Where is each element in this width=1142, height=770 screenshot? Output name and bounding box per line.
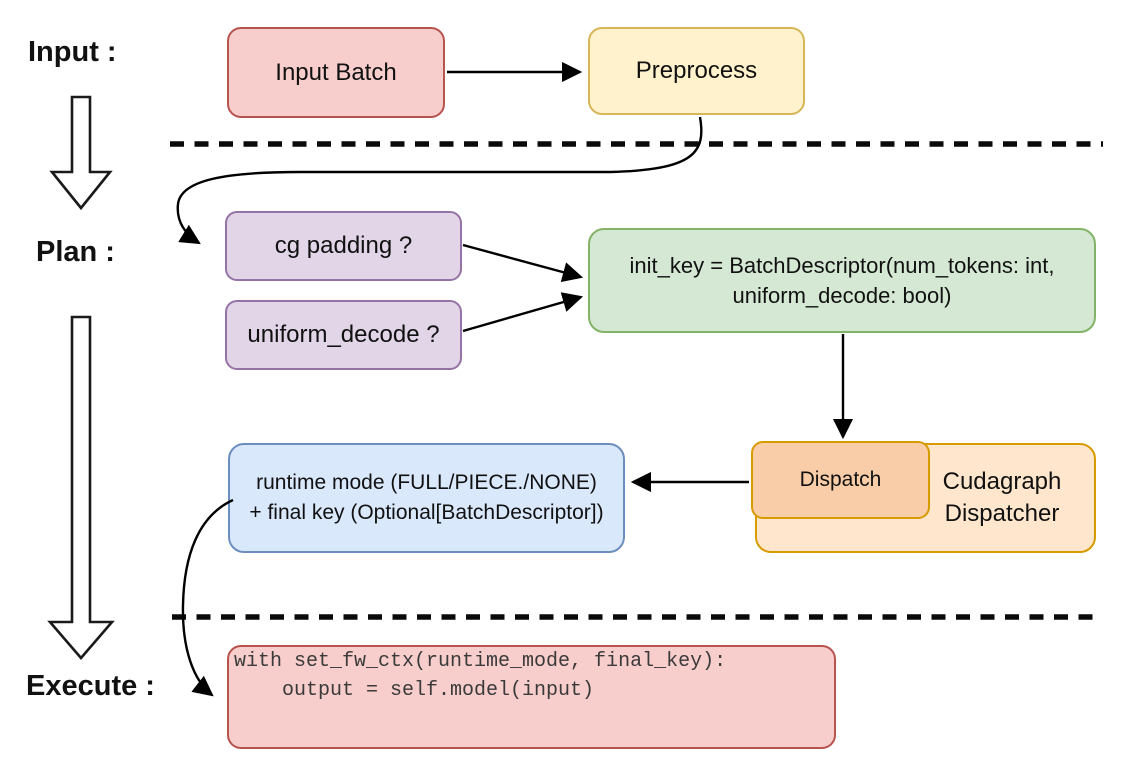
node-input-batch-label: Input Batch <box>275 58 397 86</box>
flow-arrow-input-to-plan <box>49 95 113 211</box>
node-cg-padding-label: cg padding ? <box>274 232 413 259</box>
node-init-key-line2: uniform_decode: bool) <box>732 282 952 308</box>
node-init-key-line1: init_key = BatchDescriptor(num_tokens: i… <box>629 252 1055 278</box>
arrow-uniform-decode-to-init-key <box>462 292 584 333</box>
arrow-cg-padding-to-init-key <box>462 243 584 283</box>
node-input-batch: Input Batch <box>227 27 445 118</box>
section-label-input: Input : <box>28 36 117 68</box>
node-preprocess-label: Preprocess <box>635 57 758 84</box>
node-runtime-mode: runtime mode (FULL/PIECE./NONE) + final … <box>228 443 625 553</box>
node-uniform-decode-label: uniform_decode ? <box>247 321 440 348</box>
cudagraph-line2: Dispatcher <box>944 500 1060 527</box>
execute-code-line1: with set_fw_ctx(runtime_mode, final_key)… <box>234 650 727 673</box>
arrow-runtime-mode-to-execute-code <box>181 498 234 697</box>
flow-arrow-plan-to-execute <box>47 315 115 660</box>
node-dispatch: Dispatch <box>751 441 930 519</box>
execute-code-line2: output = self.model(input) <box>234 679 595 702</box>
node-cudagraph-dispatcher-label: Cudagraph Dispatcher <box>916 466 1094 530</box>
section-label-execute: Execute : <box>26 670 155 702</box>
node-init-key: init_key = BatchDescriptor(num_tokens: i… <box>588 228 1096 333</box>
node-runtime-mode-line1: runtime mode (FULL/PIECE./NONE) <box>256 471 597 494</box>
node-dispatch-label: Dispatch <box>799 468 882 491</box>
node-preprocess: Preprocess <box>588 27 805 115</box>
node-execute-code: with set_fw_ctx(runtime_mode, final_key)… <box>227 645 836 749</box>
node-uniform-decode: uniform_decode ? <box>225 300 462 370</box>
section-label-plan: Plan : <box>36 236 115 268</box>
node-runtime-mode-line2: + final key (Optional[BatchDescriptor]) <box>249 501 604 524</box>
node-cg-padding: cg padding ? <box>225 211 462 281</box>
cudagraph-line1: Cudagraph <box>942 468 1062 495</box>
